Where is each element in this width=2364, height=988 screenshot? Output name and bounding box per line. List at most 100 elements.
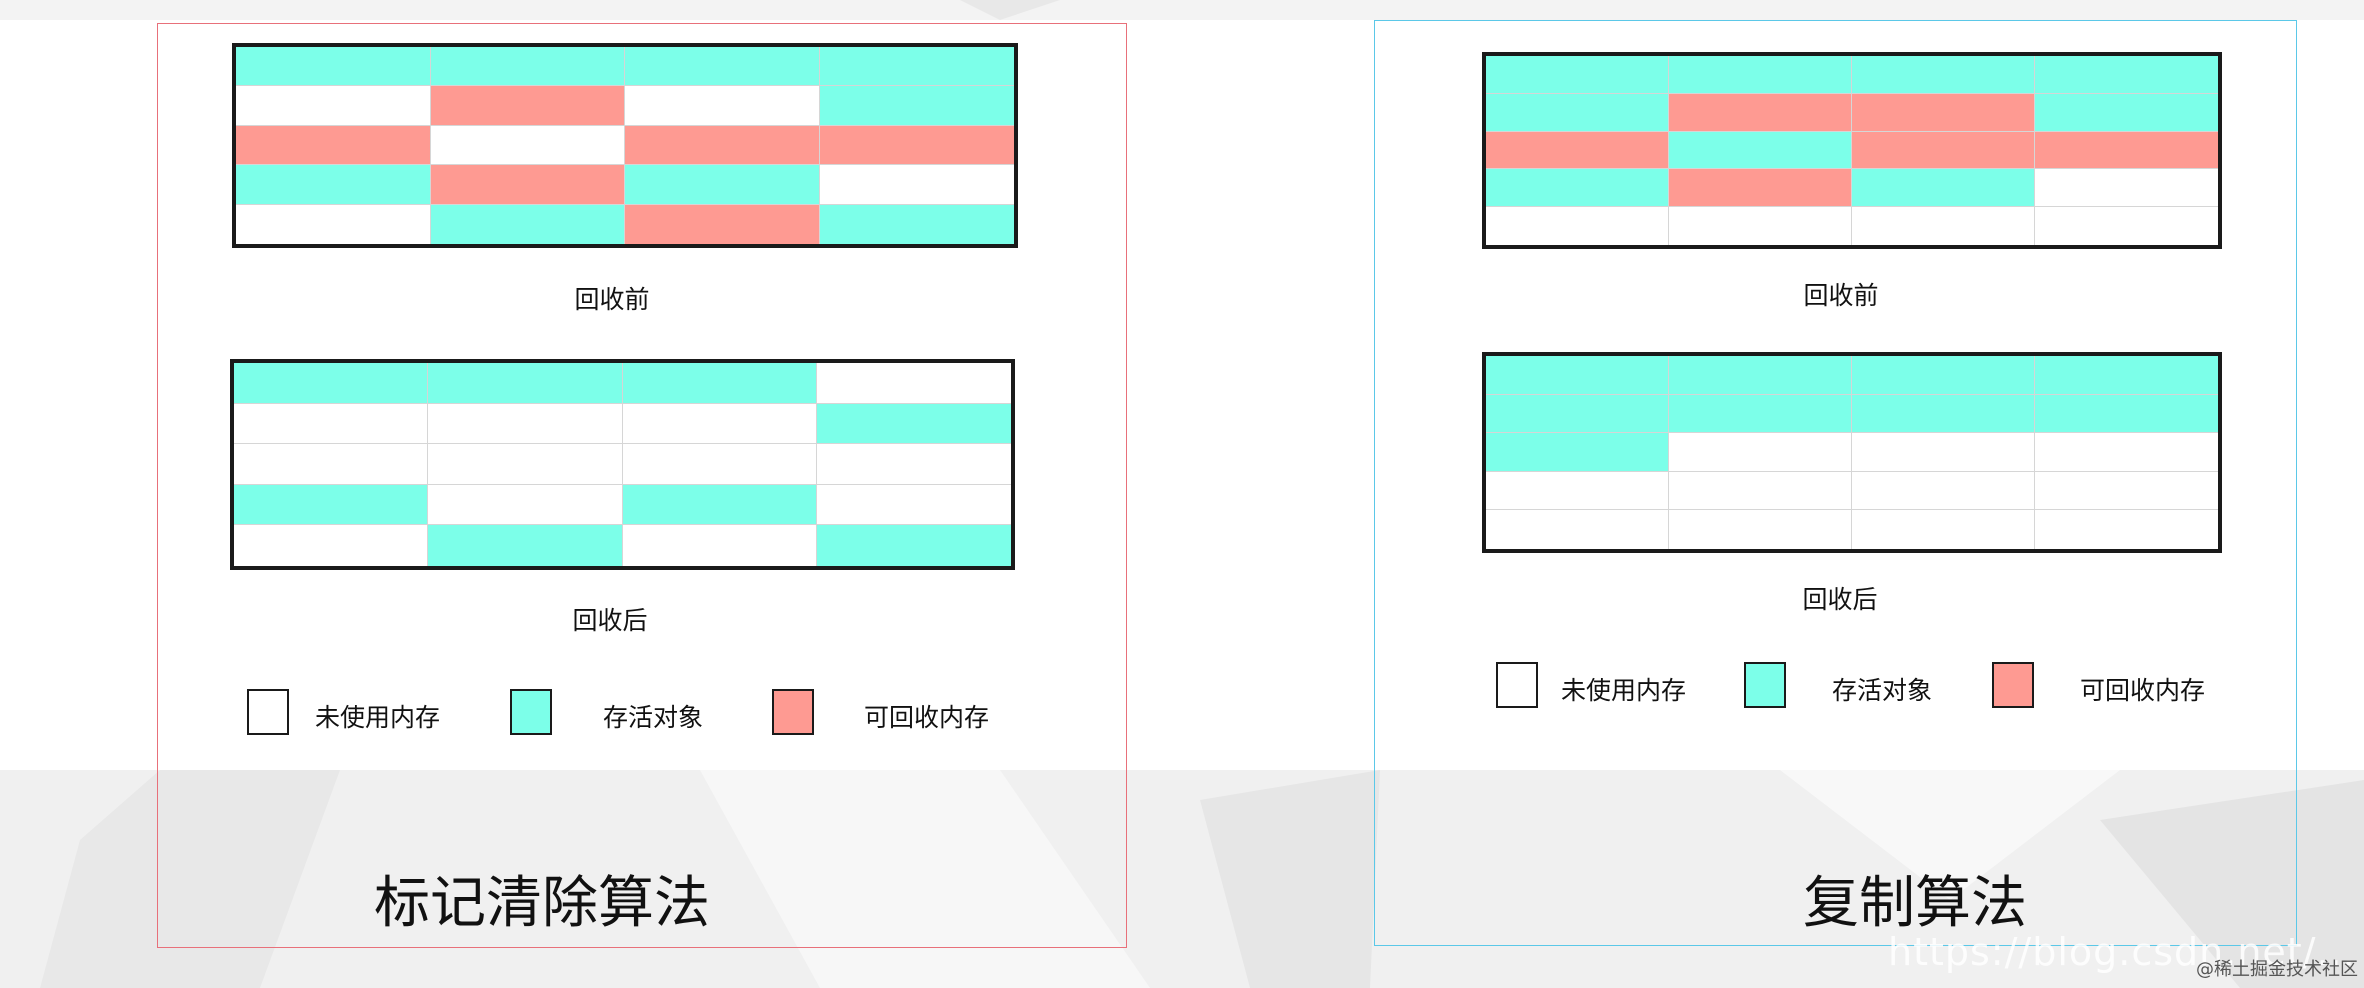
mark-sweep-before-cell-live [430,47,625,87]
legend-free-label: 未使用内存 [1561,676,1687,705]
legend-free-label: 未使用内存 [315,703,441,732]
legend-garbage-label: 可回收内存 [864,703,990,732]
mark-sweep-before-cell-garbage [430,165,625,205]
copying-after-grid [1482,352,2222,553]
mark-sweep-before-cell-live [236,47,431,87]
copying-after-cell-free [2035,510,2218,549]
copying-before-cell-free [1669,207,1852,245]
mark-sweep-before-cell-free [430,125,625,166]
mark-sweep-before-cell-live [625,47,820,87]
copying-before-cell-free [2035,169,2218,208]
mark-sweep-after-cell-live [816,403,1011,445]
copying-after-cell-live [2035,356,2218,395]
copying-before-cell-garbage [2035,131,2218,170]
mark-sweep-after-cell-live [622,484,817,526]
copying-after-cell-free [1669,510,1852,549]
copying-panel [1374,20,2297,946]
legend-live-swatch [1744,662,1786,708]
mark-sweep-after-cell-live [234,363,429,404]
copying-before-cell-live [1852,56,2035,94]
copying-after-cell-free [1669,471,1852,511]
watermark-site: @稀土掘金技术社区 [2196,959,2358,980]
copying-after-cell-live [1486,356,1669,395]
copying-after-cell-free [1669,433,1852,472]
copying-after-cell-free [1852,433,2035,472]
copying-after-cell-live [1486,433,1669,472]
legend-free-swatch [247,689,289,735]
mark-sweep-before-cell-free [236,204,431,244]
mark-sweep-after-cell-free [622,403,817,445]
mark-sweep-after-cell-free [622,444,817,485]
mark-sweep-before-grid [232,43,1018,248]
mark-sweep-title: 标记清除算法 [374,871,710,936]
copying-before-cell-garbage [1669,93,1852,132]
mark-sweep-before-cell-live [625,165,820,205]
legend-garbage-swatch [1992,662,2034,708]
legend-garbage-label: 可回收内存 [2080,676,2206,705]
mark-sweep-panel [157,23,1127,948]
copying-before-cell-garbage [1852,131,2035,170]
mark-sweep-before-cell-garbage [236,125,431,166]
mark-sweep-before-cell-free [625,86,820,126]
copying-after-cell-live [2035,394,2218,434]
copying-before-cell-live [1486,93,1669,132]
mark-sweep-after-cell-live [816,525,1011,566]
copying-before-cell-live [1852,169,2035,208]
copying-before-cell-live [2035,93,2218,132]
mark-sweep-before-cell-live [819,204,1014,244]
copying-before-cell-live [1669,131,1852,170]
mark-sweep-after-caption: 回收后 [572,606,648,635]
copying-before-grid [1482,52,2222,249]
legend-free-swatch [1496,662,1538,708]
mark-sweep-before-cell-garbage [625,204,820,244]
legend-live-swatch [510,689,552,735]
mark-sweep-before-cell-live [819,86,1014,126]
mark-sweep-after-cell-live [428,363,623,404]
mark-sweep-before-cell-garbage [625,125,820,166]
mark-sweep-before-cell-live [819,47,1014,87]
mark-sweep-after-cell-free [816,363,1011,404]
copying-before-cell-garbage [1669,169,1852,208]
copying-after-cell-free [1486,510,1669,549]
mark-sweep-after-cell-free [428,484,623,526]
mark-sweep-after-cell-live [234,484,429,526]
legend-live-label: 存活对象 [1832,676,1933,705]
mark-sweep-before-cell-free [236,86,431,126]
mark-sweep-before-cell-garbage [819,125,1014,166]
copying-after-cell-live [1852,394,2035,434]
copying-after-cell-free [1852,471,2035,511]
copying-before-cell-free [1852,207,2035,245]
copying-after-cell-free [1852,510,2035,549]
copying-after-cell-live [1486,394,1669,434]
copying-after-cell-live [1669,394,1852,434]
copying-before-cell-live [1486,169,1669,208]
mark-sweep-after-cell-free [428,444,623,485]
mark-sweep-before-cell-free [819,165,1014,205]
copying-after-caption: 回收后 [1802,585,1878,614]
mark-sweep-after-cell-free [234,525,429,566]
mark-sweep-before-caption: 回收前 [574,285,650,314]
copying-after-cell-live [1852,356,2035,395]
copying-after-cell-free [2035,433,2218,472]
legend-garbage-swatch [772,689,814,735]
watermark-url: https://blog.csdn.net/... [1888,930,2356,974]
mark-sweep-before-cell-live [430,204,625,244]
copying-before-cell-live [1669,56,1852,94]
mark-sweep-after-cell-free [234,444,429,485]
mark-sweep-after-cell-live [622,363,817,404]
copying-before-cell-garbage [1486,131,1669,170]
copying-after-cell-free [2035,471,2218,511]
mark-sweep-after-cell-free [816,484,1011,526]
mark-sweep-after-grid [230,359,1015,570]
copying-before-cell-garbage [1852,93,2035,132]
copying-title: 复制算法 [1803,871,2027,936]
legend-live-label: 存活对象 [603,703,704,732]
copying-before-cell-free [1486,207,1669,245]
mark-sweep-before-cell-garbage [430,86,625,126]
copying-before-cell-live [1486,56,1669,94]
mark-sweep-after-cell-free [428,403,623,445]
mark-sweep-before-cell-live [236,165,431,205]
copying-after-cell-live [1669,356,1852,395]
mark-sweep-after-cell-live [428,525,623,566]
mark-sweep-after-cell-free [816,444,1011,485]
